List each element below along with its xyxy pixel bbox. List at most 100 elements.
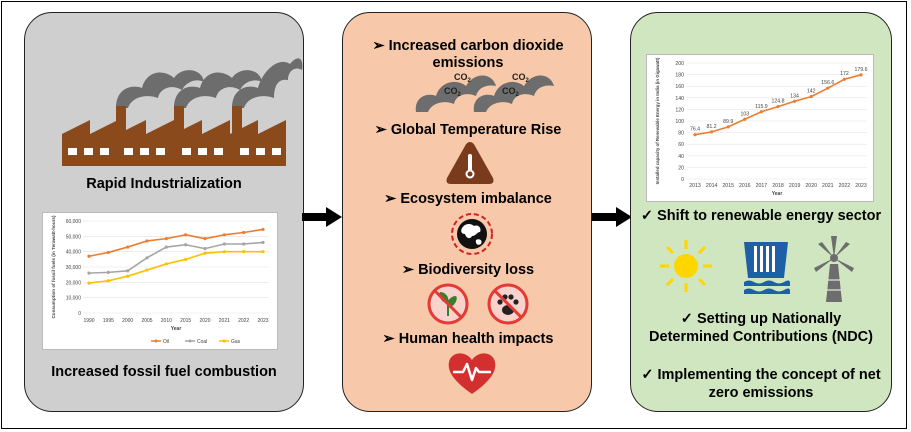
biodiversity-loss-label: Biodiversity loss <box>418 262 535 278</box>
data-point <box>261 227 265 232</box>
y-tick-label: 80 <box>678 131 684 137</box>
data-point <box>126 245 130 249</box>
check-icon: ✓ <box>680 311 693 327</box>
x-tick-label: 2017 <box>756 183 768 189</box>
data-point <box>242 250 246 254</box>
data-point <box>809 95 813 99</box>
co2-label: CO2 <box>502 86 520 98</box>
x-tick-label: 2023 <box>257 318 268 324</box>
data-point <box>261 250 265 254</box>
x-tick-label: 2021 <box>219 318 230 324</box>
net-zero-label-cont: zero emissions <box>708 385 814 401</box>
data-label: 89.9 <box>723 119 733 125</box>
x-tick-label: 2018 <box>772 183 784 189</box>
data-point <box>242 242 246 246</box>
bullet-arrow-icon: ➢ <box>372 38 385 54</box>
data-point <box>145 268 149 272</box>
renewable-shift-item: ✓ Shift to renewable energy sector <box>632 208 890 224</box>
data-label: 142 <box>807 89 816 95</box>
health-impacts-item: ➢ Human health impacts <box>352 331 584 347</box>
factory-icon <box>62 58 303 166</box>
data-point <box>222 242 226 246</box>
legend-marker <box>154 339 158 343</box>
y-tick-label: 120 <box>675 107 684 113</box>
right-arrow-icon <box>302 207 342 227</box>
series-line <box>88 228 264 258</box>
y-tick-label: 20,000 <box>66 280 82 286</box>
data-point <box>776 105 780 109</box>
biodiversity-loss-item: ➢ Biodiversity loss <box>352 262 584 278</box>
data-point <box>693 133 697 137</box>
data-label: 76.4 <box>690 127 700 133</box>
fossil-fuel-caption: Increased fossil fuel combustion <box>51 364 277 380</box>
data-point <box>222 250 226 254</box>
data-label: 115.9 <box>755 104 768 110</box>
net-zero-item: ✓ Implementing the concept of net zero e… <box>632 366 890 402</box>
y-tick-label: 180 <box>675 73 684 79</box>
y-tick-label: 50,000 <box>66 234 82 240</box>
data-point <box>242 230 246 235</box>
y-tick-label: 200 <box>675 61 684 67</box>
co2-emissions-item: ➢ Increased carbon dioxide emissions <box>352 38 584 72</box>
ndc-label-cont: Determined Contributions (NDC) <box>649 329 873 345</box>
legend-marker <box>222 339 226 343</box>
net-zero-label: Implementing the concept of net <box>657 367 881 383</box>
data-label: 103 <box>740 111 749 117</box>
y-tick-label: 30,000 <box>66 265 82 271</box>
x-tick-label: 2019 <box>789 183 801 189</box>
fossil-fuel-chart-svg: 010,00020,00030,00040,00050,00060,000199… <box>51 215 269 345</box>
x-tick-label: 2020 <box>199 318 210 324</box>
data-point <box>164 245 168 249</box>
x-tick-label: 2023 <box>855 183 867 189</box>
no-animals-icon <box>487 283 529 325</box>
x-tick-label: 1990 <box>83 318 94 324</box>
data-point <box>726 125 730 129</box>
temperature-rise-label: Global Temperature Rise <box>390 122 562 138</box>
x-tick-label: 2010 <box>161 318 172 324</box>
y-tick-label: 40,000 <box>66 250 82 256</box>
y-axis-label: Consumption of fossil fuels (in Terawatt… <box>51 215 56 318</box>
ndc-label: Setting up Nationally <box>696 311 842 327</box>
hydropower-dam-icon <box>744 242 790 294</box>
data-point <box>164 262 168 266</box>
y-tick-label: 20 <box>678 165 684 171</box>
y-tick-label: 40 <box>678 154 684 160</box>
data-point <box>184 257 188 261</box>
co2-label: CO2 <box>444 86 462 98</box>
right-arrow-icon <box>592 207 632 227</box>
data-point <box>743 117 747 121</box>
data-label: 179.6 <box>855 67 868 73</box>
data-point <box>203 247 207 251</box>
data-point <box>710 130 714 134</box>
sun-icon <box>660 240 712 292</box>
x-tick-label: 2021 <box>822 183 834 189</box>
y-tick-label: 10,000 <box>66 296 82 302</box>
data-label: 172 <box>840 71 849 77</box>
data-point <box>793 99 797 103</box>
data-point <box>106 279 110 283</box>
co2-label: CO2 <box>454 72 472 84</box>
data-point <box>87 281 91 285</box>
rapid-industrialization-label: Rapid Industrialization <box>86 176 242 192</box>
data-point <box>184 243 188 247</box>
x-tick-label: 2005 <box>141 318 152 324</box>
co2-label: CO2 <box>512 72 530 84</box>
x-tick-label: 1995 <box>103 318 114 324</box>
x-tick-label: 2022 <box>839 183 851 189</box>
data-point <box>261 240 265 245</box>
data-point <box>203 251 207 255</box>
data-point <box>203 237 207 241</box>
co2-cloud-icon: CO2 CO2 CO2 CO2 <box>415 72 554 112</box>
bullet-arrow-icon: ➢ <box>384 191 397 207</box>
y-tick-label: 100 <box>675 119 684 125</box>
y-tick-label: 0 <box>78 311 81 317</box>
x-axis-label: Year <box>171 326 182 332</box>
data-label: 124.8 <box>772 99 785 105</box>
data-point <box>126 269 130 273</box>
ndc-item: ✓ Setting up Nationally Determined Contr… <box>632 310 890 346</box>
data-point <box>106 250 110 255</box>
data-point <box>87 271 91 275</box>
x-tick-label: 2016 <box>739 183 751 189</box>
y-tick-label: 160 <box>675 84 684 90</box>
